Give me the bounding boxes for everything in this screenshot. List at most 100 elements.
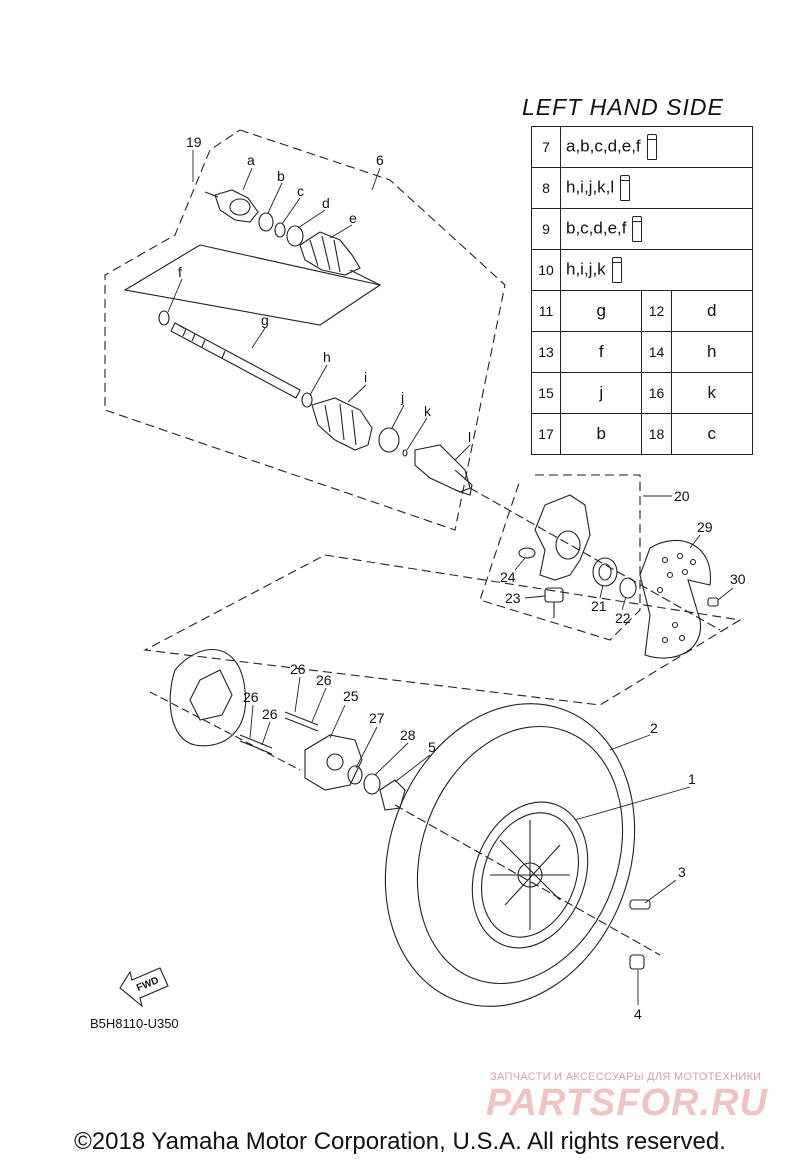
- callout-28: 28: [400, 727, 416, 743]
- inner-boot: [311, 397, 373, 451]
- kit-parts: h,i,j,k,l: [560, 167, 753, 209]
- callout-3: 3: [678, 864, 686, 880]
- callout-f: f: [178, 264, 182, 280]
- row-number: 18: [641, 413, 672, 455]
- clip-c: [274, 222, 286, 238]
- nut-cap: [379, 779, 406, 811]
- part-letter: k: [670, 372, 754, 414]
- callout-24: 24: [500, 569, 516, 585]
- outer-boot: [299, 231, 381, 286]
- tire: [384, 703, 636, 1007]
- outer-cv-joint: [204, 189, 259, 223]
- brake-disc-rear: [169, 649, 247, 747]
- knuckle-assembly-outline: [479, 474, 641, 641]
- grease-tube-icon: [611, 257, 622, 283]
- callout-20: 20: [674, 488, 690, 504]
- table-row: 7 a,b,c,d,e,f: [531, 126, 753, 168]
- diagram-code: B5H8110-U350: [90, 1016, 179, 1031]
- valve-cap: [629, 954, 645, 970]
- callout-26a: 26: [290, 661, 306, 677]
- grease-tube-icon: [620, 175, 631, 201]
- row-number: 10: [531, 249, 561, 291]
- callout-k: k: [424, 403, 432, 419]
- callout-19: 19: [186, 134, 202, 150]
- clip-k: [402, 449, 408, 457]
- callout-i: i: [364, 369, 367, 385]
- leader-lines: [167, 150, 734, 1005]
- drive-shaft-assembly-outline: [104, 129, 506, 531]
- ball-joint: [544, 587, 564, 618]
- callout-22: 22: [615, 610, 631, 626]
- callout-26d: 26: [262, 706, 278, 722]
- part-letter: j: [559, 372, 643, 414]
- clip-j: [378, 427, 400, 453]
- watermark-tagline: ЗАПЧАСТИ И АКСЕССУАРЫ ДЛЯ МОТОТЕХНИКИ: [490, 1071, 762, 1083]
- row-number: 14: [641, 331, 672, 373]
- callout-6: 6: [376, 152, 384, 168]
- callout-b: b: [277, 168, 285, 184]
- part-letter: b: [559, 413, 643, 455]
- hub-bearing: [592, 557, 618, 587]
- callout-h: h: [323, 349, 331, 365]
- callout-d: d: [322, 195, 330, 211]
- callout-1: 1: [688, 771, 696, 787]
- wheel-rim: [471, 801, 589, 949]
- table-row: 11 g 12 d: [531, 290, 754, 332]
- kit-reference-table: 7 a,b,c,d,e,f 8 h,i,j,k,l 9 b,c,d,e,f 10…: [531, 126, 754, 455]
- row-number: 17: [531, 413, 561, 455]
- copyright-notice: ©2018 Yamaha Motor Corporation, U.S.A. A…: [74, 1128, 726, 1155]
- part-letter: d: [670, 290, 754, 332]
- table-row: 10 h,i,j,k: [531, 249, 753, 291]
- table-row: 9 b,c,d,e,f: [531, 208, 753, 250]
- grease-tube-icon: [632, 216, 643, 242]
- callout-23: 23: [505, 590, 521, 606]
- row-number: 8: [531, 167, 561, 209]
- hub-nut: [363, 773, 381, 795]
- clip-h: [301, 392, 313, 408]
- fwd-arrow-icon: [119, 967, 169, 1008]
- inner-cv-joint: [414, 444, 473, 496]
- callout-26c: 26: [243, 689, 259, 705]
- kit-parts: a,b,c,d,e,f: [560, 126, 753, 168]
- brake-disc-front: [639, 539, 711, 659]
- wheel-hub: [304, 734, 363, 791]
- callout-26b: 26: [316, 672, 332, 688]
- row-number: 12: [641, 290, 672, 332]
- clip-b: [258, 212, 274, 232]
- brake-hub-assembly-outline: [143, 554, 742, 706]
- table-row: 17 b 18 c: [531, 413, 754, 455]
- table-row: 15 j 16 k: [531, 372, 754, 414]
- row-number: 13: [531, 331, 561, 373]
- kit-parts: h,i,j,k: [560, 249, 753, 291]
- row-number: 11: [531, 290, 561, 332]
- watermark-logo: PARTSFOR.RU: [486, 1082, 768, 1124]
- hub-washer: [347, 765, 363, 785]
- table-row: 13 f 14 h: [531, 331, 754, 373]
- callout-5: 5: [428, 739, 436, 755]
- steering-knuckle: [534, 494, 591, 581]
- callout-4: 4: [634, 1006, 642, 1022]
- clip-d: [286, 225, 304, 247]
- callout-27: 27: [369, 710, 385, 726]
- table-title: LEFT HAND SIDE: [522, 94, 724, 120]
- circlip: [619, 577, 637, 599]
- callout-c: c: [297, 183, 304, 199]
- row-number: 16: [641, 372, 672, 414]
- part-letter: f: [559, 331, 643, 373]
- callout-21: 21: [591, 598, 607, 614]
- grease-tube-icon: [646, 134, 657, 160]
- callout-25: 25: [343, 688, 359, 704]
- part-letter: g: [559, 290, 643, 332]
- kit-parts: b,c,d,e,f: [560, 208, 753, 250]
- wheel-studs: [149, 691, 319, 771]
- callout-g: g: [261, 312, 269, 328]
- clip-f: [158, 310, 170, 326]
- valve-stem: [629, 899, 651, 910]
- ring-clip: [518, 547, 536, 559]
- callout-2: 2: [650, 720, 658, 736]
- part-letter: h: [670, 331, 754, 373]
- callout-a: a: [247, 152, 255, 168]
- row-number: 7: [531, 126, 561, 168]
- callout-29: 29: [697, 519, 713, 535]
